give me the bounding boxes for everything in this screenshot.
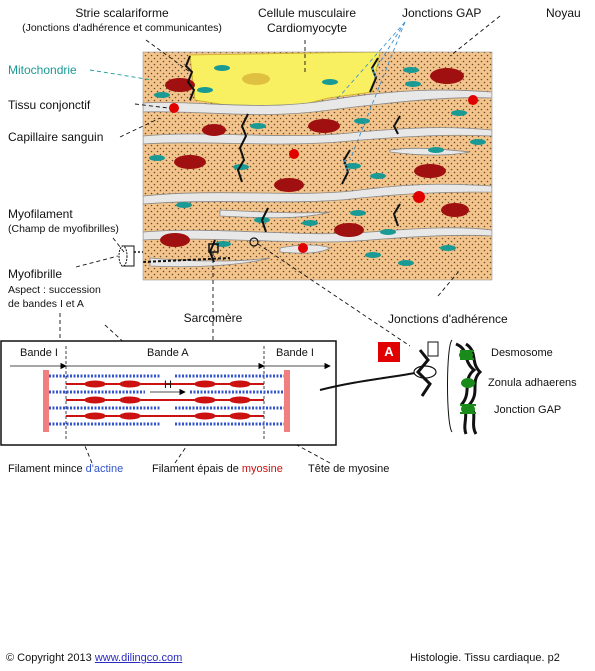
- capillaries: [169, 95, 478, 253]
- label-myofilament: Myofilament: [8, 207, 73, 221]
- actine-text: d'actine: [85, 463, 124, 475]
- footer-link[interactable]: www.dilingco.com: [94, 652, 183, 664]
- label-strie-detail: (Jonctions d'adhérence et communicantes): [22, 22, 222, 34]
- label-jonction-gap: Jonction GAP: [494, 404, 562, 416]
- label-tete-myosine: Tête de myosine: [308, 463, 390, 475]
- filament-epais-text: Filament épais de: [152, 463, 242, 475]
- label-tissu-conjonctif: Tissu conjonctif: [8, 98, 91, 112]
- connective-tissue: [143, 89, 492, 268]
- label-myofibrille: Myofibrille: [8, 267, 63, 281]
- label-bande-i-left: Bande I: [20, 347, 58, 359]
- label-bande-a: Bande A: [147, 347, 189, 359]
- myosin-filaments: [66, 380, 264, 420]
- label-zonula-adhaerens: Zonula adhaerens: [488, 377, 577, 389]
- label-cellule-musculaire: Cellule musculaire: [257, 6, 357, 20]
- label-cardiomyocyte: Cardiomyocyte: [266, 21, 348, 35]
- label-noyau: Noyau: [546, 6, 581, 20]
- filament-mince-text: Filament mince: [8, 463, 86, 475]
- myosine-text: myosine: [241, 463, 283, 475]
- junction-detail: [447, 339, 483, 435]
- label-bande-i-right: Bande I: [276, 347, 314, 359]
- badge-a: A: [378, 342, 400, 362]
- label-aspect: Aspect : succession: [8, 284, 101, 296]
- myofibril-cylinder: [118, 245, 143, 267]
- tissue-block: [143, 52, 492, 280]
- nuclei: [160, 68, 469, 247]
- footer-page-title: Histologie. Tissu cardiaque. p2: [410, 652, 560, 664]
- label-h-zone: H: [164, 379, 172, 391]
- label-capillaire-sanguin: Capillaire sanguin: [8, 130, 104, 144]
- mitochondria: [149, 65, 486, 266]
- label-mitochondrie: Mitochondrie: [8, 63, 77, 77]
- sarcomere-panel: [0, 340, 337, 446]
- footer-copyright: © Copyright 2013 www.dilingco.com: [6, 652, 182, 664]
- label-jonctions-adherence: Jonctions d'adhérence: [388, 312, 508, 326]
- label-sarcomere: Sarcomère: [183, 311, 243, 325]
- label-filament-epais: Filament épais de myosine: [152, 462, 283, 476]
- label-filament-mince: Filament mince d'actine: [8, 462, 123, 476]
- label-desmosome: Desmosome: [491, 347, 553, 359]
- label-champ-myofibrilles: (Champ de myofibrilles): [8, 223, 119, 235]
- gap-junction-dots: [343, 67, 377, 173]
- actin-filaments: [49, 374, 284, 426]
- label-jonctions-gap-top: Jonctions GAP: [402, 6, 482, 20]
- copyright-text: © Copyright 2013: [6, 652, 95, 664]
- label-strie-scalariforme: Strie scalariforme: [75, 6, 169, 20]
- label-bandes-i-a: de bandes I et A: [8, 298, 84, 310]
